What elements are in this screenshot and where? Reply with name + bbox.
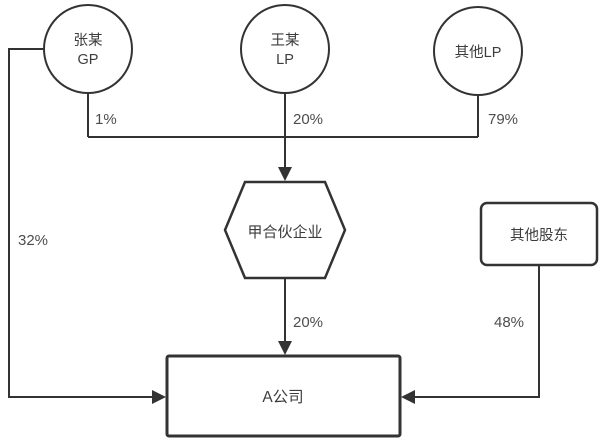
zhang-label-line1: 张某 [74,32,103,49]
arrowhead-into-company-left [152,390,166,404]
wang-label-line2: LP [276,52,294,68]
pct-wang-to-partnership: 20% [293,111,323,128]
node-wang-circle [240,4,330,94]
pct-zhang-to-partnership: 1% [95,111,117,128]
node-partnership-hexagon [223,180,347,280]
otherlp-label: 其他LP [455,44,502,61]
pct-partnership-to-company: 20% [293,314,323,331]
wang-label-line1: 王某 [271,32,300,49]
arrowhead-into-company-top [278,341,292,355]
arrowhead-into-company-right [401,390,415,404]
zhang-label-line2: GP [78,52,99,68]
pct-otherlp-to-partnership: 79% [488,111,518,128]
node-othershareholders-rect [479,201,599,267]
partnership-label: 甲合伙企业 [247,223,322,241]
node-otherlp-circle [433,6,523,96]
othershareholders-label: 其他股东 [510,227,568,244]
edge-zhang-to-company-left-route [8,48,152,398]
arrowhead-into-partnership [278,167,292,181]
node-companya-rect [165,354,402,438]
companya-label: A公司 [262,389,303,406]
pct-othershareholders-to-company: 48% [494,314,524,331]
pct-zhang-to-company: 32% [18,232,48,249]
node-zhang-circle [43,4,133,94]
edge-othershareholders-to-company [415,265,540,398]
